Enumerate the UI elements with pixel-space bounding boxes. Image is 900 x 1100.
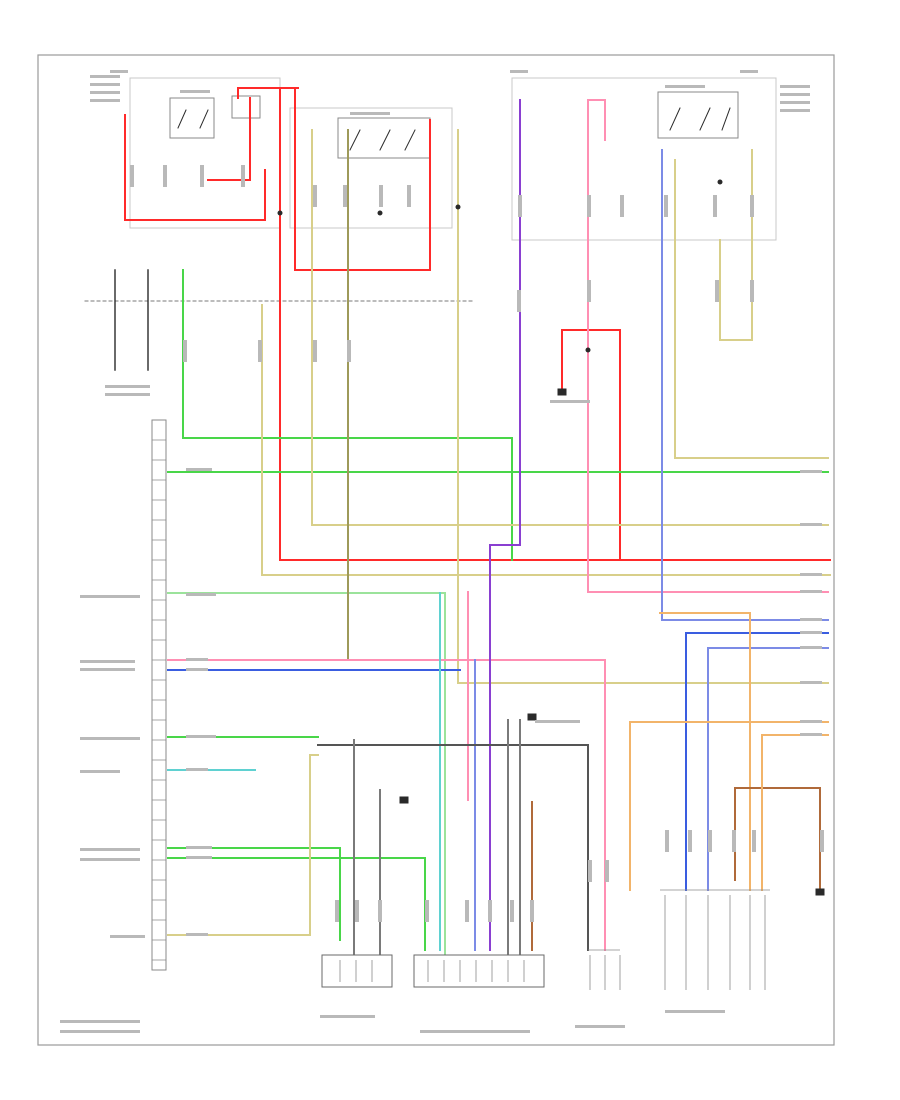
wire-tan-2 (311, 129, 829, 526)
wire-black-1 (114, 269, 149, 371)
wire-orange-2 (629, 721, 829, 891)
wire-tan-1 (261, 304, 831, 576)
wire-red-upper-loop (207, 97, 251, 181)
wire-pink-1 (167, 659, 606, 951)
splice-icon (277, 210, 283, 216)
wire-gray-3 (507, 719, 521, 956)
ground-icon (815, 888, 825, 896)
relay-box-left (129, 77, 281, 229)
wire-tan-5 (674, 159, 829, 459)
wire-label-marks (60, 70, 824, 1033)
wire-orange-1 (659, 612, 751, 891)
wire-gray-2 (353, 739, 381, 956)
relay-icon (657, 91, 739, 139)
wire-ltgreen-6 (167, 592, 446, 956)
wire-red-ground-lead (561, 329, 621, 561)
module-connector-strip (151, 419, 167, 971)
bottom-connector-2 (413, 954, 545, 988)
wire-tan-6 (719, 149, 753, 341)
wire-violet-1 (489, 99, 521, 951)
wire-green-4 (167, 847, 341, 941)
relay-box-center (289, 107, 453, 229)
wire-green-5 (167, 857, 426, 951)
bottom-connector-3 (588, 949, 621, 990)
wire-pink-2 (587, 99, 829, 593)
wire-orange-3 (761, 734, 829, 891)
ground-icon (527, 713, 537, 721)
ground-icon (557, 388, 567, 396)
splice-icon (585, 347, 591, 353)
wire-tan-4 (167, 754, 319, 936)
relay-box-right (511, 77, 777, 241)
bottom-connector-1 (321, 954, 393, 988)
wire-lblue-2 (661, 149, 829, 621)
relay-icon (169, 95, 261, 139)
relay-icon (337, 117, 431, 159)
wire-brown-1 (734, 787, 821, 893)
wire-red-main (124, 87, 831, 561)
ground-icon (399, 796, 409, 804)
diagram-frame (37, 54, 835, 1046)
splice-icon (377, 210, 383, 216)
splice-icon (717, 179, 723, 185)
bottom-connector-4 (660, 889, 770, 990)
wire-lblue-4 (707, 647, 829, 891)
wire-tan-3 (457, 129, 829, 684)
splice-icon (455, 204, 461, 210)
